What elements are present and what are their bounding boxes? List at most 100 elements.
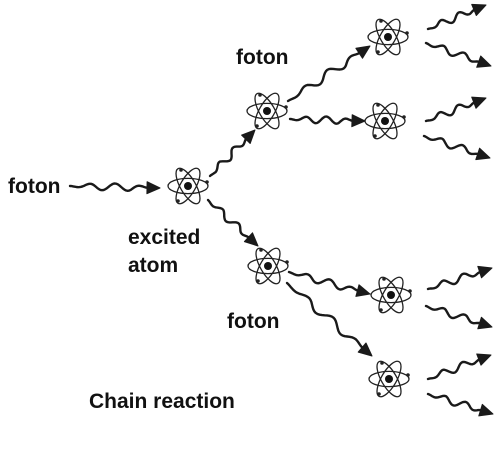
arrowhead-icon (471, 96, 487, 109)
atom-orbit (378, 276, 404, 314)
arrowhead-icon (477, 265, 493, 279)
atom-orbit (376, 360, 402, 398)
atom-orbit (370, 286, 412, 304)
photon-wave (424, 101, 476, 123)
atom-electron (256, 279, 260, 283)
atom-orbit (247, 257, 289, 275)
atom-electron (376, 103, 380, 107)
atom-lower (247, 247, 289, 285)
atom-electron (259, 248, 263, 252)
atom-nucleus (264, 262, 272, 270)
atom-upper (246, 92, 288, 130)
photon-to-atom-ll (285, 281, 373, 357)
photon-wave (286, 52, 361, 103)
photon-out-7 (426, 353, 492, 381)
atom-electron (382, 277, 386, 281)
arrowhead-icon (355, 284, 371, 297)
photon-to-atom-uu (286, 45, 371, 103)
photon-to-lower-atom (206, 198, 259, 247)
atom-nucleus (387, 291, 395, 299)
photon-wave (285, 281, 364, 349)
photon-wave (68, 182, 149, 192)
photon-to-upper-atom (208, 129, 256, 178)
atom-electron (258, 93, 262, 97)
atoms (167, 18, 412, 398)
arrowhead-icon (478, 403, 494, 417)
atom-electron (255, 124, 259, 128)
atom-electron (379, 308, 383, 312)
photon-wave (426, 270, 481, 291)
atom-nucleus (381, 117, 389, 125)
atom-electron (376, 50, 380, 54)
arrowhead-icon (351, 114, 366, 128)
atom-electron (284, 105, 288, 109)
excited-atom (167, 167, 209, 205)
photon-out-3 (424, 96, 487, 123)
atom-orbit (255, 247, 281, 285)
arrowhead-icon (355, 45, 371, 59)
excited-atom-label: excited atom (128, 226, 201, 277)
photon-out-6 (424, 304, 493, 330)
atom-nucleus (263, 107, 271, 115)
atom-electron (179, 168, 183, 172)
arrowhead-icon (243, 232, 259, 247)
atom-orbit (372, 102, 398, 140)
photon-to-atom-lu (287, 270, 371, 297)
atom-orbit (254, 92, 280, 130)
atom-electron (408, 289, 412, 293)
atom-upper-upper (367, 18, 409, 56)
photon-wave (422, 134, 479, 156)
atom-nucleus (385, 375, 393, 383)
lower-photon-label: foton (227, 310, 280, 333)
atom-lower-upper (370, 276, 412, 314)
photon-wave (424, 41, 480, 63)
atom-electron (405, 31, 409, 35)
photon-wave (206, 198, 250, 239)
arrowhead-icon (241, 129, 256, 144)
atom-orbit (246, 102, 288, 120)
atom-orbit (364, 112, 406, 130)
incoming-photon-label: foton (8, 175, 61, 198)
photon-out-8 (426, 392, 494, 417)
photon-arrows (68, 3, 494, 417)
atom-nucleus (184, 182, 192, 190)
atom-orbit (375, 18, 401, 56)
arrowhead-icon (476, 353, 492, 366)
atom-orbit (368, 370, 410, 388)
atom-nucleus (384, 33, 392, 41)
atom-orbit (255, 247, 281, 285)
atom-electron (379, 19, 383, 23)
arrowhead-icon (146, 181, 161, 195)
upper-photon-label: foton (236, 46, 289, 69)
photon-incoming (68, 181, 161, 195)
atom-electron (377, 392, 381, 396)
arrowhead-icon (475, 147, 491, 161)
atom-orbit (254, 92, 280, 130)
photon-out-4 (422, 134, 491, 161)
photon-out-1 (426, 3, 487, 31)
atom-electron (380, 361, 384, 365)
atom-lower-lower (368, 360, 410, 398)
atom-upper-lower (364, 102, 406, 140)
photon-wave (208, 138, 248, 178)
photon-wave (426, 392, 482, 412)
photon-wave (288, 115, 354, 125)
photon-out-2 (424, 41, 492, 68)
atom-electron (285, 260, 289, 264)
atom-orbit (375, 18, 401, 56)
atom-orbit (378, 276, 404, 314)
atom-electron (205, 180, 209, 184)
atom-orbit (167, 177, 209, 195)
atom-orbit (175, 167, 201, 205)
atom-orbit (372, 102, 398, 140)
atom-electron (373, 134, 377, 138)
photon-out-5 (426, 265, 493, 291)
atom-electron (402, 115, 406, 119)
photon-wave (424, 304, 481, 325)
atom-electron (406, 373, 410, 377)
arrowhead-icon (476, 55, 492, 68)
atom-electron (176, 199, 180, 203)
photon-wave (426, 8, 476, 31)
atom-orbit (175, 167, 201, 205)
